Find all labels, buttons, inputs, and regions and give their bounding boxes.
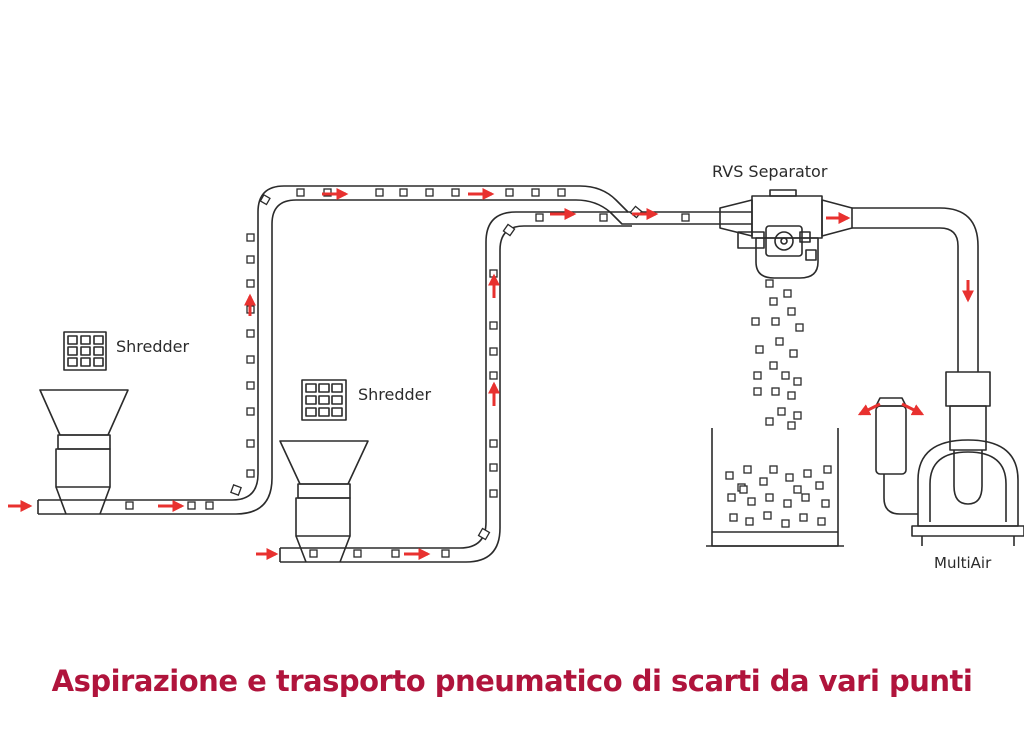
rvs-separator-machine — [719, 189, 853, 279]
shredder-2-icon — [301, 379, 347, 421]
pipe-line-2 — [279, 211, 632, 563]
collection-bin — [706, 428, 844, 547]
shredder-1-label: Shredder — [116, 337, 190, 356]
flow-arrows — [8, 188, 974, 560]
material-particles — [125, 188, 832, 558]
shredder-1-icon — [63, 331, 107, 371]
separator-label: RVS Separator — [712, 162, 828, 181]
shredder-2-machine — [279, 440, 369, 563]
pipe-line-1 — [37, 185, 752, 515]
exhaust-duct — [852, 207, 979, 372]
shredder-2-label: Shredder — [358, 385, 432, 404]
multiair-unit — [875, 371, 1024, 546]
multiair-label: MultiAir — [934, 554, 992, 572]
shredder-1-machine — [39, 389, 129, 515]
diagram-caption: Aspirazione e trasporto pneumatico di sc… — [51, 664, 973, 698]
